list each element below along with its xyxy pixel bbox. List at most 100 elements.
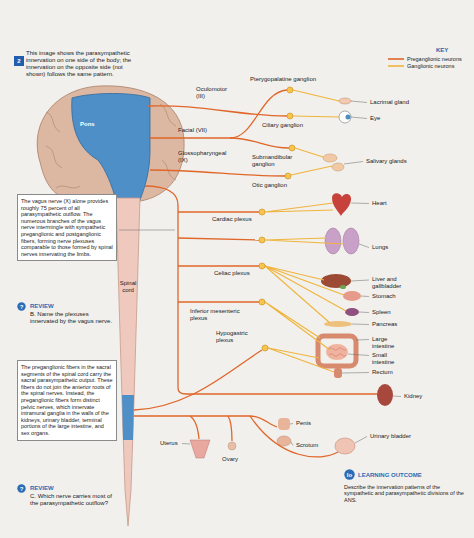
part-label: Oculomotor (III) [196,86,234,100]
note-text: This image shows the parasympathetic inn… [26,50,138,78]
part-label: Scrotum [296,442,318,449]
organ [228,442,236,450]
part-label: Submandibular ganglion [252,154,298,168]
legend-line-sample [388,58,404,60]
part-label: Small intestine [372,352,406,366]
callout-box: The preganglionic fibers in the sacral s… [17,360,117,441]
leader-line [290,423,293,425]
organ [277,436,291,446]
callout-text: The preganglionic fibers in the sacral s… [21,364,113,437]
leader-line [348,354,369,356]
part-label: Ciliary ganglion [262,122,303,129]
part-label: Eye [370,115,380,122]
leader-line [361,296,369,298]
note-text: Describe the innervation patterns of the… [344,484,464,503]
icon-badge: ? [17,302,26,311]
organ [326,344,348,360]
part-label: Large intestine [372,336,406,350]
heading-label: REVIEW [30,303,54,310]
preganglionic-nerve [230,138,289,148]
preganglionic-nerve [134,416,277,427]
leader-line [356,339,369,341]
preganglionic-nerve [178,211,259,212]
part-label: C. Which nerve carries most of the paras… [30,493,114,507]
leader-line [351,101,367,103]
part-label: Inferior mesenteric plexus [190,308,254,322]
badge-shape [14,56,24,66]
organ [343,291,361,301]
badge-shape [17,302,25,310]
leader-line [119,101,401,446]
leader-line [355,437,367,444]
leader-line [393,396,401,398]
ganglionic-nerve [293,90,339,101]
part-label: Pterygopalatine ganglion [250,76,316,83]
leader-line [342,372,369,374]
preganglionic-nerve [150,90,287,138]
part-label: Spleen [372,309,391,316]
organ [332,193,351,216]
leader-line [351,117,367,119]
leader-line [344,162,363,165]
ganglion [287,113,293,119]
part-label: Pancreas [372,321,397,328]
brain [37,86,184,202]
ganglionic-nerve [265,203,333,212]
part-label: Cardiac plexus [212,216,252,223]
part-label: Stomach [372,293,396,300]
part-label: Penis [296,420,311,427]
badge-shape [344,469,354,479]
ganglionic-nerve [291,166,332,175]
leader-line [291,442,293,446]
spinal-cord [116,198,140,526]
step-badge: 2 [14,56,24,66]
organ [318,336,356,366]
preganglionic-nerve [190,416,199,439]
heading-label: REVIEW [30,485,54,492]
heading-label: LEARNING OUTCOME [358,472,422,479]
organ [278,418,290,430]
part-label: Hypogastric plexus [216,330,256,344]
organ [321,274,351,288]
leader-line [182,443,190,445]
ganglionic-nerve [293,116,339,117]
organ [340,285,346,289]
part-label: Otic ganglion [252,182,287,189]
legend-line-sample [388,63,404,69]
ganglion [259,263,265,269]
part-label: Glossopharyngeal (IX) [178,150,232,164]
preganglionic-nerve [134,90,377,457]
organ [339,111,351,123]
preganglionic-nerve [250,416,338,457]
organ [329,348,346,356]
badge-text: 2 [17,58,20,64]
part-label: Facial (VII) [178,127,207,134]
callout-box: The vagus nerve (X) alone provides rough… [17,194,117,261]
preganglionic-nerve [178,301,259,302]
legend-line-sample [388,56,404,62]
preganglionic-nerve [145,186,377,394]
ganglion [259,209,265,215]
preganglionic-nerve [134,350,262,410]
part-label: Celiac plexus [214,270,250,277]
part-label: Ovary [222,456,238,463]
part-label: Liver and gallbladder [372,276,414,290]
ganglionic-nerve [265,238,344,244]
legend-line-sample [388,65,404,67]
part-label: Urinary bladder [370,433,411,440]
ganglion [285,173,291,179]
leader-line [351,280,369,281]
organ [325,228,341,254]
ganglionic-nerve [265,302,330,350]
part-label: B. Name the plexuses innervated by the v… [30,311,114,325]
ganglion [287,87,293,93]
part-label: Spinal cord [116,280,140,294]
heading-label: KEY [436,47,448,54]
legend-text: Preganglionic neurons [407,56,462,62]
part-label: Lungs [372,244,388,251]
preganglionic-nerve [178,238,259,240]
preganglionic-nerve [228,416,232,441]
spinal-cord [122,395,134,440]
spinal-cord [116,198,140,526]
